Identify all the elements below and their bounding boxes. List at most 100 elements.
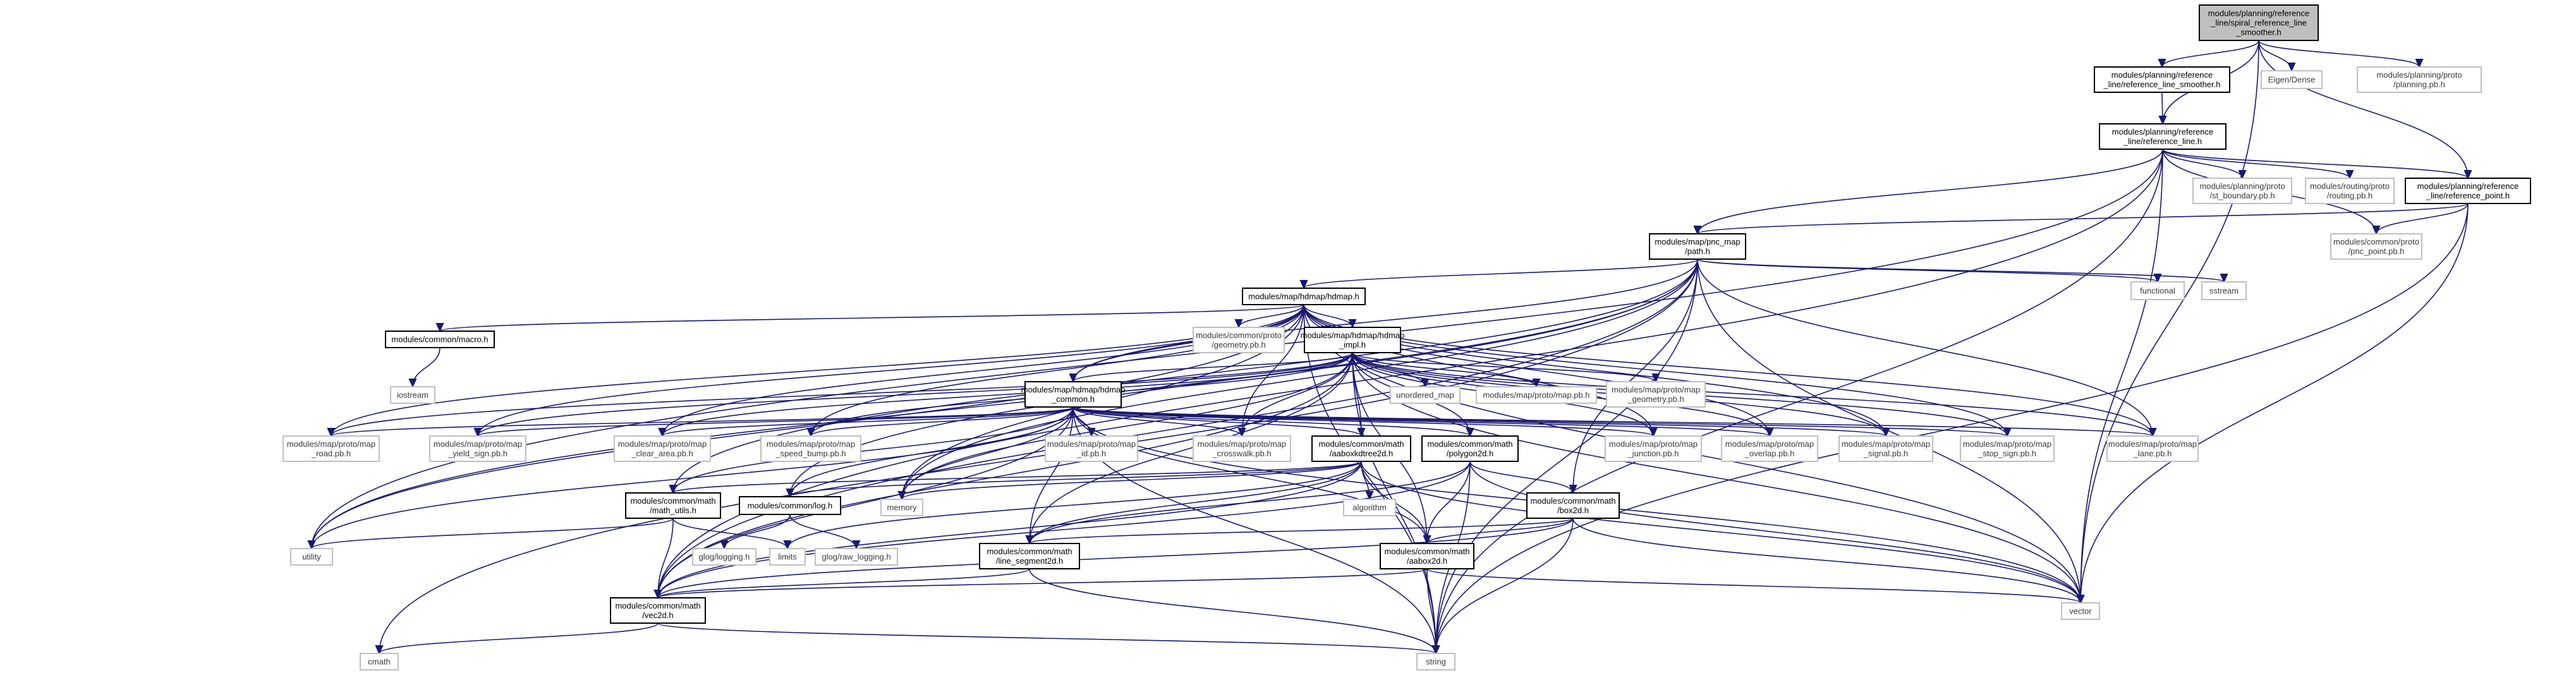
node-aabox[interactable]: modules/common/math/aabox2d.h [1380,543,1474,569]
edge-pnc_path-to-string [1436,258,1698,653]
node-map-pb: modules/map/proto/map.pb.h [1476,386,1597,404]
node-pnc-path[interactable]: modules/map/pnc_map/path.h [1649,233,1746,260]
node-box [1960,435,2055,462]
edge-aaboxkd-to-limits [787,461,1362,549]
edge-hdmap_common-to-memory [902,406,1074,499]
node-label-line: modules/map/proto/map [1609,439,1698,449]
node-label-line: vector [2069,607,2092,616]
node-label-line: glog/logging.h [699,552,750,562]
node-box [769,548,806,566]
edge-hdmap_common-to-speed_pb [811,406,1074,436]
node-box [979,543,1080,569]
edge-refpoint-to-pnc_path [1698,203,2469,234]
node-label-line: _line/reference_line.h [2123,137,2202,146]
node-label-line: modules/map/proto/map [287,439,375,449]
edge-vec2d-to-string [657,622,1436,653]
edge-pnc_path-to-hdmap [1304,258,1698,288]
edge-aaboxkd-to-line_segment [1030,461,1362,543]
node-polygon[interactable]: modules/common/math/polygon2d.h [1421,435,1519,462]
node-stop-pb: modules/map/proto/map_stop_sign.pb.h [1960,435,2055,462]
node-label-line: modules/common/math [630,496,715,506]
node-label-line: Eigen/Dense [2268,75,2315,85]
node-hdmap-common[interactable]: modules/map/hdmap/hdmap_common.h [1021,381,1126,408]
node-lane-pb: modules/map/proto/map_lane.pb.h [2106,435,2199,462]
node-hdmap[interactable]: modules/map/hdmap/hdmap.h [1242,288,1366,305]
edge-hdmap_impl-to-hdmap_common [1073,352,1353,382]
node-box [2199,4,2319,41]
edge-hdmap_impl-to-clear_pb [662,352,1353,436]
node-road-pb: modules/map/proto/map_road.pb.h [283,435,380,462]
edge-smoother-to-vector [2081,40,2259,603]
node-box [2094,66,2230,93]
node-label-line: modules/map/hdmap/hdmap [1021,385,1126,394]
node-refline[interactable]: modules/planning/reference_line/referenc… [2099,123,2227,150]
node-yield-pb: modules/map/proto/map_yield_sign.pb.h [429,435,526,462]
header-nodes: modules/planning/reference_line/spiral_r… [283,4,2531,671]
node-rls[interactable]: modules/planning/reference_line/referenc… [2094,66,2230,93]
node-box2d[interactable]: modules/common/math/box2d.h [1526,492,1620,519]
node-log[interactable]: modules/common/log.h [739,496,841,515]
node-smoother[interactable]: modules/planning/reference_line/spiral_r… [2199,4,2319,41]
node-unordered-map: unordered_map [1390,386,1461,404]
edge-hdmap_common-to-lane_pb [1072,406,2153,436]
node-hdmap-impl[interactable]: modules/map/hdmap/hdmap_impl.h [1301,327,1405,353]
node-line-segment[interactable]: modules/common/math/line_segment2d.h [979,543,1080,569]
node-box [2330,233,2422,260]
edge-box2d-to-vector [1572,518,2081,603]
node-algorithm: algorithm [1343,499,1396,516]
node-label-line: modules/map/pnc_map [1655,237,1740,246]
node-label-line: modules/map/proto/map [434,439,522,449]
node-label-line: unordered_map [1396,391,1454,400]
node-speed-pb: modules/map/proto/map_speed_bump.pb.h [760,435,861,462]
node-label-line: cmath [368,657,390,667]
edge-smoother-to-eigen [2258,40,2292,71]
node-label-line: _id.pb.h [1076,449,1106,458]
edge-pnc_path-to-cmath [379,258,1698,653]
node-glog: glog/logging.h [692,548,756,566]
node-label-line: modules/common/math [1427,439,1512,449]
node-box [1421,435,1519,462]
edge-box2d-to-string [1436,518,1574,653]
node-box [1193,435,1291,462]
node-vec2d[interactable]: modules/common/math/vec2d.h [610,597,706,624]
edge-hdmap_impl-to-memory [902,352,1353,499]
edge-aabox-to-vec2d [658,568,1428,598]
node-label-line: modules/map/proto/map [1198,439,1286,449]
edge-refline-to-vector [2081,149,2163,603]
node-label-line: /geometry.pb.h [1212,340,1266,349]
node-label-line: _line/reference_line_smoother.h [2103,80,2220,89]
node-label-line: /aabox2d.h [1407,556,1447,566]
node-label-line: /routing.pb.h [2327,191,2372,200]
edge-hdmap_common-to-math_utils [673,406,1074,493]
node-label-line: memory [887,503,917,513]
node-label-line: /vec2d.h [642,610,673,620]
edge-pnc_path-to-vec2d [658,258,1698,598]
node-box [614,435,711,462]
node-box [385,331,495,348]
edge-hdmap_common-to-line_segment [1030,406,1074,543]
node-box [1242,288,1366,305]
edge-refline-to-pnc_path [1698,149,2163,234]
node-macro[interactable]: modules/common/macro.h [385,331,495,348]
node-box [625,492,721,519]
node-box [1649,233,1746,260]
edge-hdmap-to-hdmap_impl [1303,304,1352,327]
node-box [2201,281,2247,300]
node-label-line: functional [2140,286,2175,296]
node-box [610,597,706,624]
node-pnc-point: modules/common/proto/pnc_point.pb.h [2330,233,2422,260]
edge-smoother-to-refpoint [2258,40,2468,178]
node-label-line: modules/map/proto/map [1725,439,1814,449]
node-label-line: /st_boundary.pb.h [2209,191,2275,200]
node-label-line: modules/planning/reference [2111,70,2213,80]
node-label-line: modules/common/math [987,547,1072,556]
node-label-line: modules/common/math [1384,547,1469,556]
node-label-line: string [1426,657,1446,667]
node-label-line: /math_utils.h [650,506,696,515]
node-box [1838,435,1933,462]
node-refpoint[interactable]: modules/planning/reference_line/referenc… [2405,178,2531,204]
node-box [2261,70,2323,89]
edge-hdmap_common-to-crosswalk_pb [1072,406,1242,436]
node-aaboxkd[interactable]: modules/common/math/aaboxkdtree2d.h [1311,435,1411,462]
node-math-utils[interactable]: modules/common/math/math_utils.h [625,492,721,519]
